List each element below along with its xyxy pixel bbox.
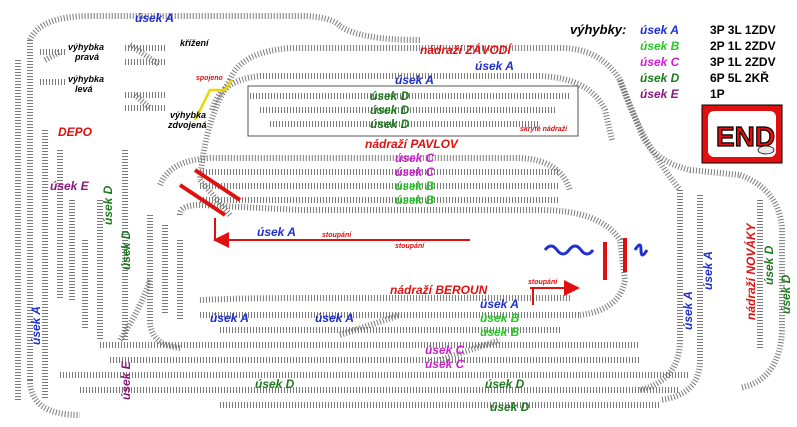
section-b-label: úsek B: [480, 325, 520, 339]
legend-count-c: 3P 1L 2ZDV: [710, 55, 776, 69]
section-c-label: úsek C: [395, 165, 435, 179]
station-depo: DEPO: [58, 125, 93, 139]
station-novaky: nádraží NOVÁKY: [743, 222, 758, 320]
section-e-label: úsek E: [119, 360, 133, 400]
section-d-label: úsek D: [490, 400, 530, 414]
section-d-label: úsek D: [370, 89, 410, 103]
legend-title: výhybky:: [570, 22, 626, 37]
legend-section-b: úsek B: [640, 39, 680, 53]
section-d-label: úsek D: [101, 185, 115, 225]
symbol-right-label-1: výhybka: [68, 42, 104, 52]
section-c-label: úsek C: [395, 151, 435, 165]
section-a-label: úsek A: [480, 297, 519, 311]
section-d-label: úsek D: [370, 103, 410, 117]
legend-count-d: 6P 5L 2KŘ: [710, 70, 769, 85]
slope-arrows: [213, 218, 580, 305]
water-wave-icon: [543, 244, 595, 256]
slope-label-2: stoupání: [395, 243, 425, 250]
barriers: [178, 168, 627, 280]
station-hidden: skryté nádraží: [520, 126, 568, 133]
symbol-double-label-1: výhybka: [170, 110, 206, 120]
section-d-label: úsek D: [779, 274, 793, 314]
legend-count-e: 1P: [710, 87, 725, 101]
legend-section-c: úsek C: [640, 55, 680, 69]
slope-label-1: stoupání: [322, 232, 352, 239]
section-b-label: úsek B: [395, 193, 435, 207]
section-a-label: úsek A: [257, 225, 296, 239]
section-a-label: úsek A: [701, 251, 715, 290]
legend-count-a: 3P 3L 1ZDV: [710, 23, 776, 37]
hidden-station-frame: [247, 85, 579, 137]
section-a-label: úsek A: [210, 311, 249, 325]
legend-section-d: úsek D: [640, 71, 680, 85]
section-a-label: úsek A: [315, 311, 354, 325]
section-c-label: úsek C: [425, 357, 465, 371]
symbol-double-label-2: zdvojená: [167, 120, 207, 130]
section-d-label: úsek D: [762, 245, 776, 285]
symbol-left-label-1: výhybka: [68, 74, 104, 84]
legend-section-e: úsek E: [640, 87, 680, 101]
end-logo: END: [701, 104, 783, 164]
section-a-label: úsek A: [395, 73, 434, 87]
symbol-left-label-2: levá: [75, 84, 93, 94]
slope-label-3: stoupání: [528, 279, 558, 286]
section-c-label: úsek C: [425, 343, 465, 357]
water-wave-small-icon: [633, 243, 649, 257]
section-d-label: úsek D: [119, 230, 133, 270]
station-beroun: nádraží BEROUN: [390, 283, 488, 297]
section-a-label: úsek A: [135, 11, 174, 25]
section-a-label: úsek A: [475, 59, 514, 73]
section-a-label: úsek A: [681, 291, 695, 330]
station-zavodi: nádraží ZÁVODÍ: [420, 42, 513, 57]
section-d-label: úsek D: [255, 377, 295, 391]
section-b-label: úsek B: [480, 311, 520, 325]
joined-label: spojeno: [196, 75, 224, 82]
joined-connector: [193, 79, 234, 121]
track-network: [15, 13, 785, 418]
section-e-label: úsek E: [50, 179, 90, 193]
switch-symbols: [40, 42, 165, 111]
station-pavlov: nádraží PAVLOV: [365, 137, 459, 151]
section-a-label: úsek A: [29, 306, 43, 345]
legend-section-a: úsek A: [640, 23, 679, 37]
symbol-cross-label: křížení: [180, 38, 210, 48]
legend-count-b: 2P 1L 2ZDV: [710, 39, 776, 53]
section-d-label: úsek D: [370, 117, 410, 131]
switch-right-branch-icon: [43, 49, 62, 63]
section-b-label: úsek B: [395, 179, 435, 193]
symbol-right-label-2: pravá: [74, 52, 99, 62]
section-d-label: úsek D: [485, 377, 525, 391]
